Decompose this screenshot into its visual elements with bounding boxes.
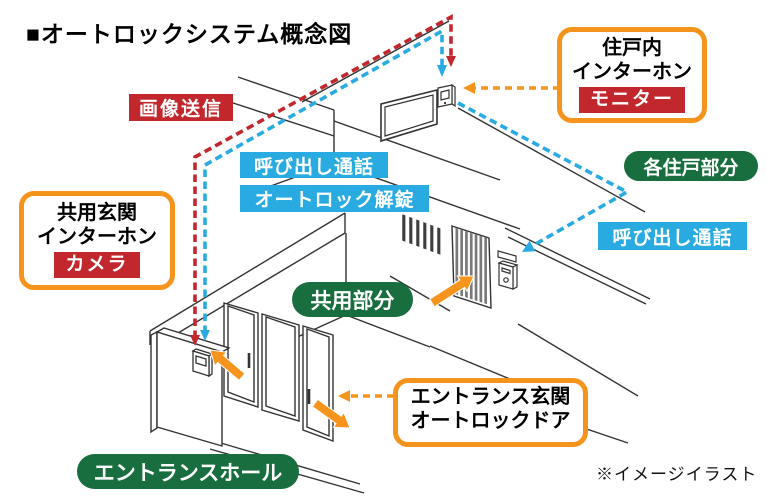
- entrance-intercom-panel: [191, 348, 214, 378]
- orange-arrow-autolock-door-icon: [311, 398, 351, 429]
- building-sketch-lines: [149, 20, 651, 494]
- autolock-door-line1: エントランス玄関: [410, 386, 571, 408]
- shared-entrance-interphone-callout: 共用玄関 インターホン カメラ: [19, 191, 175, 290]
- unit-front-door-grille: [451, 225, 492, 309]
- blue-arrow-down-unit-icon: [437, 65, 447, 77]
- blue-dashed-call-line-unit-door: [457, 101, 631, 252]
- entrance-hall-area-label: エントランスホール: [77, 454, 299, 489]
- unit-interphone-line1: 住戸内: [602, 37, 662, 59]
- image-send-label: 画像送信: [129, 94, 233, 121]
- autolock-unlock-label: オートロック解錠: [240, 185, 429, 212]
- monitor-badge: モニター: [578, 87, 685, 114]
- unit-monitor-sketch: [380, 88, 438, 143]
- image-illustration-note: ※イメージイラスト: [596, 465, 758, 484]
- common-area-label: 共用部分: [292, 282, 413, 317]
- blue-arrow-down-entrance-icon: [200, 330, 210, 341]
- call-talk-right-label: 呼び出し通話: [598, 222, 747, 250]
- blue-dashed-call-line-vertical: [200, 27, 447, 341]
- unit-door-intercom-device: [497, 260, 519, 290]
- orange-arrow-left-monitor-icon: [463, 82, 475, 94]
- louver-slats: [401, 213, 441, 256]
- red-dashed-image-line: [190, 13, 456, 346]
- blue-arrow-door-intercom-icon: [522, 240, 536, 252]
- shared-entrance-line1: 共用玄関: [57, 202, 137, 224]
- orange-arrow-unit-door-icon: [428, 275, 475, 308]
- entrance-intercom-wall: [150, 327, 231, 447]
- shared-entrance-line2: インターホン: [37, 225, 157, 248]
- red-arrow-down-entrance-icon: [190, 335, 200, 346]
- orange-arrow-entrance-intercom-icon: [209, 349, 246, 382]
- orange-pointer-arrows: [209, 275, 475, 429]
- call-talk-label: 呼び出し通話: [240, 152, 388, 178]
- unit-interphone-device: [437, 83, 456, 108]
- entrance-autolock-door-callout: エントランス玄関 オートロックドア: [393, 378, 588, 447]
- dwelling-unit-area-label: 各住戸部分: [624, 151, 758, 181]
- autolock-door-line2: オートロックドア: [410, 409, 571, 432]
- unit-interphone-callout: 住戸内 インターホン モニター: [557, 27, 707, 123]
- orange-arrow-left-door-icon: [338, 390, 350, 402]
- orange-dashed-door-connector: [338, 390, 394, 402]
- camera-badge: カメラ: [54, 252, 140, 279]
- entrance-sliding-doors: [223, 302, 334, 443]
- red-arrow-down-unit-icon: [446, 56, 456, 67]
- unit-interphone-line2: インターホン: [572, 60, 692, 83]
- unit-door-nameplate: [497, 250, 517, 263]
- orange-dashed-monitor-connector: [463, 82, 560, 94]
- diagram-title: ■オートロックシステム概念図: [26, 22, 353, 47]
